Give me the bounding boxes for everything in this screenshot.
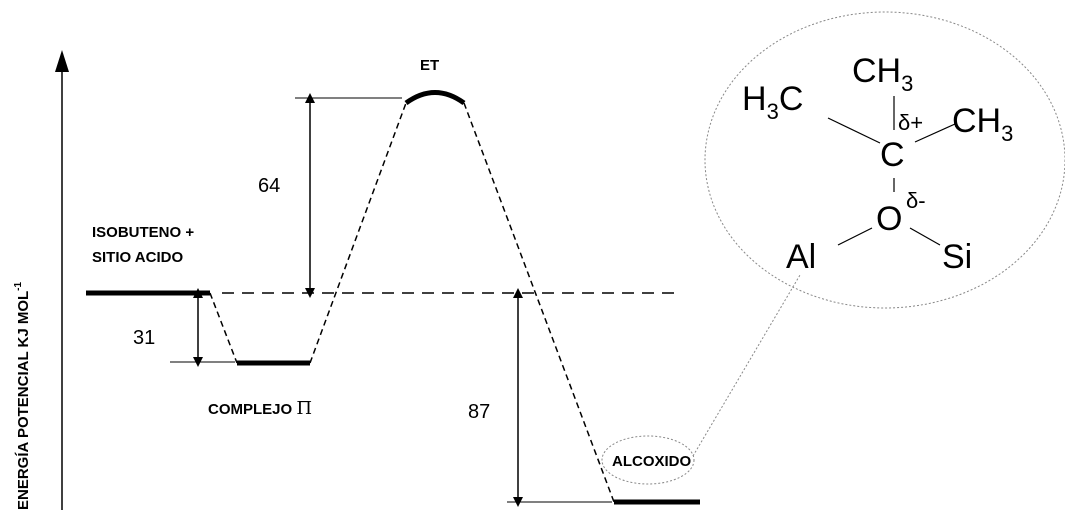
oxygen: O bbox=[876, 200, 902, 238]
y-axis-arrowhead bbox=[55, 50, 69, 72]
delta-plus: δ+ bbox=[898, 110, 923, 135]
aluminum: Al bbox=[786, 238, 816, 276]
complex-depth-value: 31 bbox=[133, 327, 155, 349]
bond-c-ch3-right bbox=[914, 123, 956, 143]
alkoxide-label: ALCOXIDO bbox=[612, 453, 692, 470]
structure-connector bbox=[692, 274, 801, 457]
ch3-top: CH3 bbox=[852, 52, 913, 96]
complex-label-text: COMPLEJO bbox=[208, 401, 296, 418]
alkoxide-label-ellipse bbox=[601, 435, 695, 485]
silicon: Si bbox=[942, 238, 972, 276]
alkoxide-depth-value: 87 bbox=[468, 401, 490, 423]
bond-c-h3c-left bbox=[827, 117, 881, 144]
y-axis-label: ENERGÍA POTENCIAL KJ MOL-1 bbox=[13, 281, 32, 510]
alkoxide-structure: CH3 H3C CH3 C δ+ O δ- Al Si bbox=[742, 52, 1013, 276]
y-axis-label-superscript: -1 bbox=[13, 281, 24, 290]
ch3-right: CH3 bbox=[952, 102, 1013, 146]
central-carbon: C bbox=[880, 136, 905, 174]
complex-label-symbol: Π bbox=[296, 398, 312, 419]
bond-o-si bbox=[909, 227, 941, 246]
transition-state-cap bbox=[404, 90, 466, 106]
complex-label: COMPLEJO Π bbox=[208, 398, 312, 419]
delta-minus: δ- bbox=[906, 188, 926, 213]
structure-ellipse bbox=[704, 11, 1065, 309]
reactant-label-line2: SITIO ACIDO bbox=[92, 249, 183, 266]
reactant-label-line1: ISOBUTENO + bbox=[92, 224, 194, 241]
y-axis-label-text: ENERGÍA POTENCIAL KJ MOL bbox=[15, 291, 32, 510]
h3c-left: H3C bbox=[742, 80, 803, 124]
transition-state-label: ET bbox=[420, 57, 439, 74]
bond-o-al bbox=[837, 227, 873, 246]
reaction-path bbox=[209, 102, 615, 503]
barrier-value: 64 bbox=[258, 175, 280, 197]
